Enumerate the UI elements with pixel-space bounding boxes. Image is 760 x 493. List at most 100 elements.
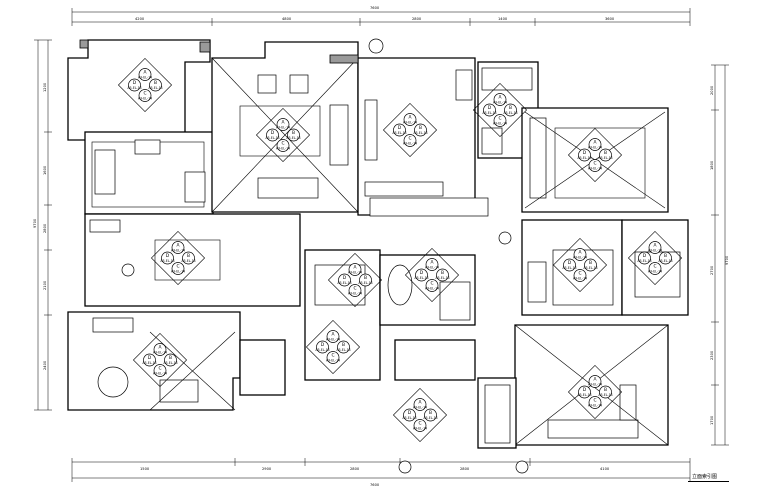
tag-letter: C <box>281 141 284 147</box>
tag-circle <box>393 123 406 137</box>
tag-code: A3-EL-14 <box>413 406 427 410</box>
tag-circle <box>588 138 602 151</box>
tag-code: A3-EL-14 <box>577 156 591 160</box>
tag-letter: B <box>187 253 190 259</box>
tag-code: A3-EL-14 <box>358 281 372 285</box>
tag-letter: D <box>343 275 347 281</box>
grid-marker <box>398 460 412 474</box>
tag-letter: B <box>589 260 592 266</box>
top-dimension-line: 7600 4200 4800 2800 1400 3600 <box>71 6 691 26</box>
tag-letter: D <box>583 150 587 156</box>
tag-code: A3-EL-14 <box>337 281 351 285</box>
tag-circle <box>138 89 152 102</box>
tag-circle <box>588 375 602 388</box>
tag-code: A3-EL-14 <box>577 393 591 397</box>
left-dim-5: 2400 <box>43 360 47 370</box>
tag-circle <box>326 330 340 343</box>
tag-letter: B <box>429 410 432 416</box>
tag-code: A3-EL-14 <box>326 359 340 363</box>
bottom-dim-3: 2800 <box>350 467 360 471</box>
right-dim-5: 1700 <box>710 415 714 425</box>
tag-code: A3-EL-14 <box>637 259 651 263</box>
tag-code: A3-EL-14 <box>413 427 427 431</box>
tag-circle <box>143 353 156 367</box>
tag-letter: C <box>158 366 161 372</box>
tag-letter: C <box>353 286 356 292</box>
top-dim-3: 2800 <box>412 17 422 21</box>
tag-diamond <box>117 57 173 113</box>
tag-circle <box>648 241 662 254</box>
tag-circle <box>588 396 602 409</box>
tag-letter: A <box>158 345 161 351</box>
tag-code: A3-EL-14 <box>493 122 507 126</box>
tag-letter: B <box>342 342 345 348</box>
tag-circle <box>403 408 416 422</box>
tag-letter: A <box>430 260 433 266</box>
tag-letter: D <box>408 410 412 416</box>
tag-code: A3-EL-14 <box>588 404 602 408</box>
tag-circle <box>316 340 329 354</box>
tag-circle <box>493 114 507 127</box>
tag-letter: B <box>419 125 422 131</box>
right-dim-2: 1800 <box>710 160 714 170</box>
tag-letter: A <box>176 243 179 249</box>
tag-diamond <box>132 332 188 388</box>
tag-letter: A <box>593 140 596 146</box>
right-dimension-line: 2000 1800 2700 2300 1700 9700 <box>710 64 729 446</box>
tag-code: A3-EL-14 <box>127 86 141 90</box>
tag-letter: C <box>578 271 581 277</box>
tag-circle <box>266 128 279 142</box>
tag-circle <box>563 258 576 272</box>
tag-code: A3-EL-14 <box>171 270 185 274</box>
tag-letter: C <box>143 91 146 97</box>
drawing-caption: 立面索引图 <box>688 473 730 482</box>
tag-code: A3-EL-14 <box>163 361 177 365</box>
tag-code: A3-EL-14 <box>588 383 602 387</box>
tag-diamond <box>627 230 683 286</box>
tag-code: A3-EL-14 <box>148 86 162 90</box>
tag-letter: A <box>143 70 146 76</box>
tag-circle <box>153 343 167 356</box>
tag-letter: C <box>408 136 411 142</box>
tag-letter: A <box>498 95 501 101</box>
tag-circle <box>578 385 591 399</box>
tag-code: A3-EL-14 <box>348 271 362 275</box>
tag-letter: D <box>271 130 275 136</box>
tag-circle <box>425 258 439 271</box>
tag-letter: D <box>420 270 424 276</box>
bottom-dimension-line: 1500 2900 2800 2800 4100 7600 <box>71 458 691 487</box>
tag-code: A3-EL-14 <box>138 97 152 101</box>
tag-circle <box>348 263 362 276</box>
tag-letter: D <box>643 253 647 259</box>
tag-circle <box>436 268 449 282</box>
tag-circle <box>164 353 177 367</box>
tag-code: A3-EL-14 <box>503 111 517 115</box>
tag-circle <box>483 103 496 117</box>
tag-diamond <box>327 252 383 308</box>
tag-code: A3-EL-14 <box>648 270 662 274</box>
grid-marker-2 <box>515 460 529 474</box>
tag-letter: B <box>292 130 295 136</box>
tag-letter: A <box>408 115 411 121</box>
tag-circle <box>588 159 602 172</box>
tag-code: A3-EL-14 <box>153 372 167 376</box>
tag-circle <box>171 262 185 275</box>
tag-code: A3-EL-14 <box>171 249 185 253</box>
tag-letter: C <box>498 116 501 122</box>
tag-letter: C <box>176 264 179 270</box>
tag-letter: D <box>166 253 170 259</box>
top-dim-5: 3600 <box>605 17 615 21</box>
tag-letter: B <box>441 270 444 276</box>
tag-code: A3-EL-14 <box>425 266 439 270</box>
tag-circle <box>287 128 300 142</box>
tag-letter: D <box>488 105 492 111</box>
tag-letter: B <box>509 105 512 111</box>
tag-letter: A <box>281 120 284 126</box>
tag-letter: B <box>664 253 667 259</box>
